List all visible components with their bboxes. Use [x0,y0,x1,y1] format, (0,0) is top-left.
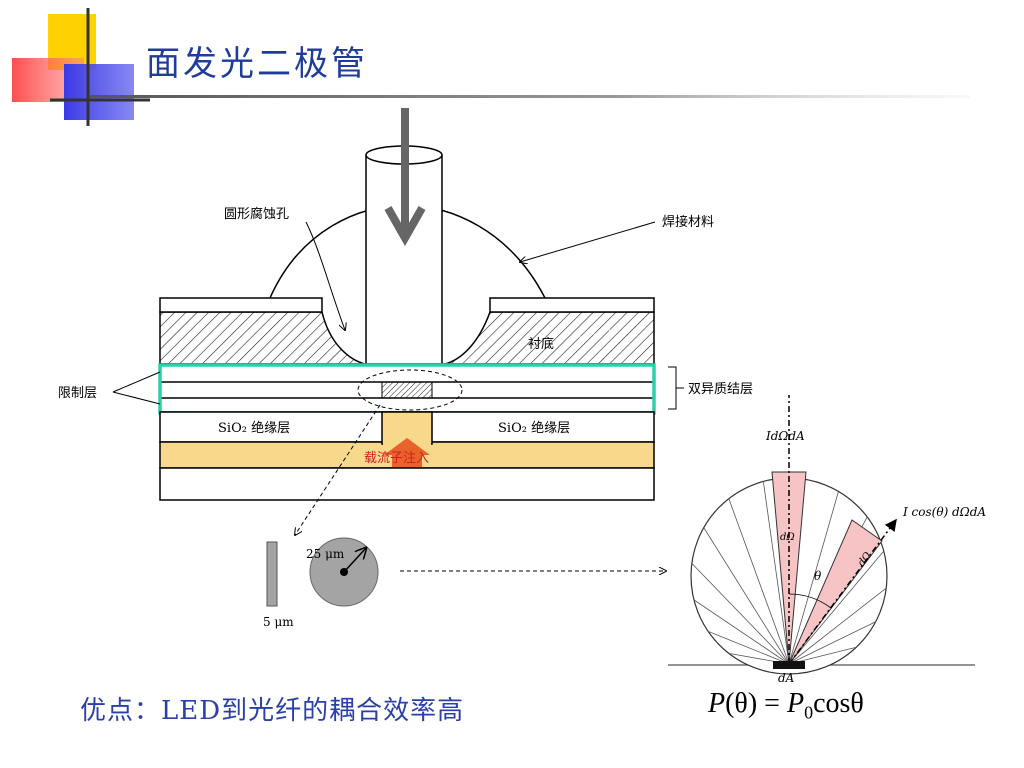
formula-lhs-arg: (θ) = [725,688,787,719]
cone-tilted [788,519,883,665]
emission-area-ellipse [357,369,463,411]
lambert-ray [707,630,790,665]
lambert-formula: P(θ) = P0cosθ [708,688,864,724]
label-sio2-right: SiO₂ 绝缘层 [498,420,570,436]
active-region [381,381,433,399]
leader-substrate [567,329,611,341]
formula-rhs-subscript: 0 [804,702,814,723]
label-top-intensity: IdΩdA [765,429,805,443]
formula-rhs-func: cosθ [813,688,864,719]
leader-confinement [112,371,161,405]
leader-solder [520,221,656,262]
blue-square [64,64,134,120]
lambert-ray [728,498,790,665]
label-side-intensity: I cos(θ) dΩdA [902,505,986,519]
top-contact-left [159,297,323,313]
label-solder: 焊接材料 [662,214,714,230]
label-carrier-injection: 载流子注入 [364,451,429,466]
label-double-hetero: 双异质结层 [688,382,753,397]
lambert-ray [788,621,876,665]
formula-lhs-symbol: P [708,688,726,719]
corner-decoration [12,8,150,126]
label-sio2-left: SiO₂ 绝缘层 [218,420,290,436]
lambert-ray [703,527,790,665]
injection-arrow [384,438,430,470]
bracket-double-hetero [668,366,684,410]
lambert-ray [788,550,885,665]
label-area: dA [778,671,795,685]
zoom-dashed-arrow [295,404,381,535]
label-theta: θ [814,569,822,583]
lambert-ray [691,563,790,665]
lambert-ray [788,587,887,665]
radius-arrow [343,548,366,573]
label-thickness: 5 μm [263,615,294,629]
bottom-electrode [159,467,655,501]
theta-arc [788,593,832,609]
title-underline [90,95,970,98]
label-confinement: 限制层 [58,386,97,401]
lambert-ray [788,491,839,665]
label-d-omega-1: dΩ [780,532,795,543]
top-contact-right [489,297,655,313]
label-radius: 25 μm [306,547,345,561]
lambert-ray [693,599,790,665]
advantage-caption: 优点：LED到光纤的耦合效率高 [80,696,465,726]
emitter-element [773,661,805,669]
emitter-thickness-bar [266,541,278,607]
label-substrate: 衬底 [528,336,554,352]
leader-etch-hole [305,221,345,330]
label-etch-hole: 圆形腐蚀孔 [224,207,289,222]
formula-rhs-symbol: P [786,688,805,719]
slide-title: 面发光二极管 [146,44,368,84]
tilted-axis [788,518,897,665]
lambert-ray [762,481,790,665]
light-direction-arrowhead [384,206,426,247]
